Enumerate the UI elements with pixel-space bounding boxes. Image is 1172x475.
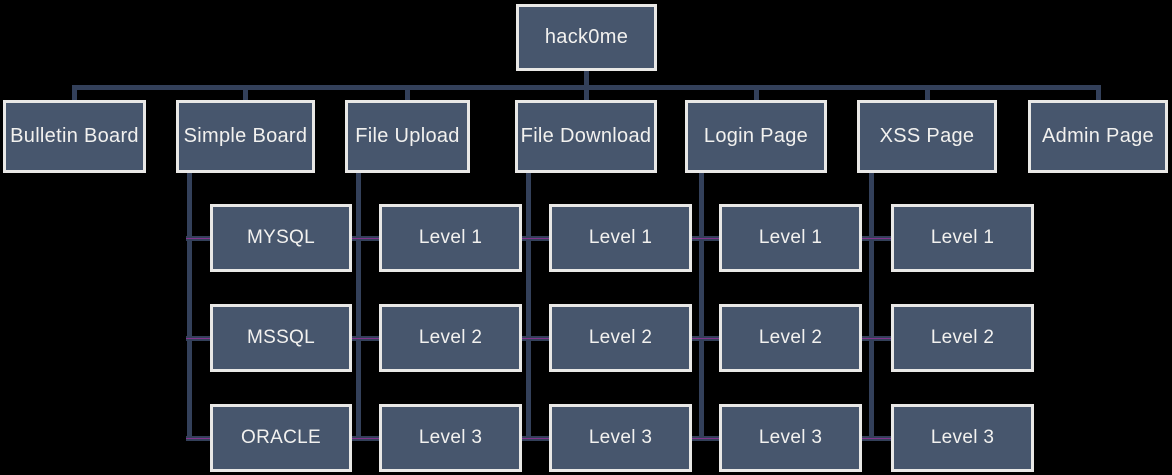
elbow-connector	[860, 236, 893, 241]
drop-connector	[754, 85, 759, 101]
trunk-connector	[187, 173, 192, 441]
node-simple-board-mysql: MYSQL	[210, 204, 352, 272]
elbow-connector	[350, 336, 381, 341]
node-simple-board: Simple Board	[176, 100, 315, 173]
drop-connector	[1096, 85, 1101, 101]
trunk-connector	[699, 173, 704, 441]
elbow-connector	[350, 236, 381, 241]
node-file-download-level-1: Level 1	[549, 204, 692, 272]
elbow-connector	[186, 436, 211, 441]
node-xss-page-level-1: Level 1	[891, 204, 1034, 272]
elbow-connector	[690, 236, 721, 241]
drop-connector	[405, 85, 410, 101]
elbow-connector	[520, 236, 551, 241]
drop-connector	[925, 85, 930, 101]
elbow-connector	[186, 236, 211, 241]
node-hack0me: hack0me	[516, 4, 657, 71]
trunk-connector	[526, 173, 531, 441]
node-login-page-level-2: Level 2	[719, 304, 862, 372]
node-file-upload-level-1: Level 1	[379, 204, 522, 272]
node-login-page-level-1: Level 1	[719, 204, 862, 272]
drop-connector	[72, 85, 77, 101]
node-file-upload-level-3: Level 3	[379, 404, 522, 472]
elbow-connector	[860, 336, 893, 341]
node-admin-page: Admin Page	[1028, 100, 1168, 173]
drop-connector	[243, 85, 248, 101]
node-file-upload: File Upload	[345, 100, 470, 173]
node-file-download: File Download	[515, 100, 657, 173]
node-simple-board-oracle: ORACLE	[210, 404, 352, 472]
root-drop-connector	[584, 70, 589, 87]
node-xss-page: XSS Page	[857, 100, 997, 173]
trunk-connector	[356, 173, 361, 441]
elbow-connector	[690, 436, 721, 441]
elbow-connector	[350, 436, 381, 441]
node-xss-page-level-2: Level 2	[891, 304, 1034, 372]
trunk-connector	[869, 173, 874, 441]
elbow-connector	[520, 336, 551, 341]
drop-connector	[584, 85, 589, 101]
node-file-upload-level-2: Level 2	[379, 304, 522, 372]
node-file-download-level-3: Level 3	[549, 404, 692, 472]
elbow-connector	[186, 336, 211, 341]
elbow-connector	[690, 336, 721, 341]
node-file-download-level-2: Level 2	[549, 304, 692, 372]
node-simple-board-mssql: MSSQL	[210, 304, 352, 372]
node-login-page-level-3: Level 3	[719, 404, 862, 472]
elbow-connector	[860, 436, 893, 441]
node-xss-page-level-3: Level 3	[891, 404, 1034, 472]
node-bulletin-board: Bulletin Board	[3, 100, 146, 173]
elbow-connector	[520, 436, 551, 441]
node-login-page: Login Page	[685, 100, 827, 173]
